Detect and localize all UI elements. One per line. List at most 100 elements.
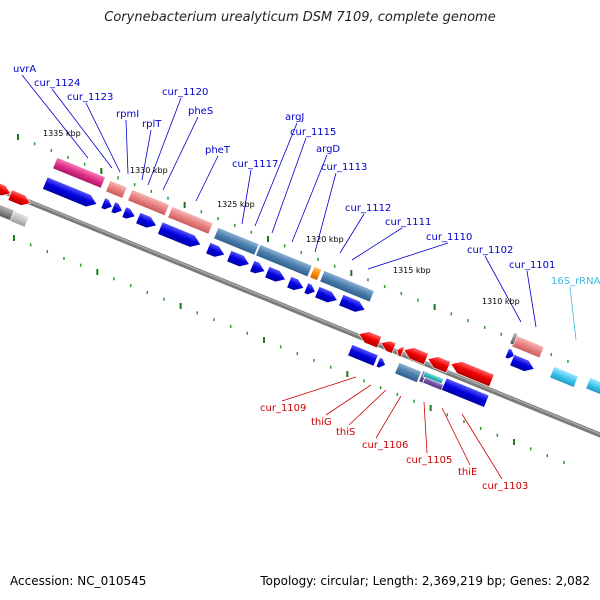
leader-line [348,389,387,426]
gene-body [427,356,452,374]
gene-box [509,332,519,346]
leader-line [51,88,113,169]
leader-line [351,227,403,261]
leader-line [569,286,577,341]
gene-label[interactable]: cur_1120 [162,87,208,98]
label-leader-lines [21,74,577,480]
leader-line [241,169,252,225]
gene-box [441,377,490,408]
gene-label[interactable]: argD [316,144,340,155]
scale-labels: 1335 kbp 1330 kbp 1325 kbp 1320 kbp 1315… [43,129,520,306]
gene-arrow [249,260,266,274]
gene-body [441,377,490,408]
gene-body [509,354,535,372]
gene-body [450,361,495,388]
gene-arrow [504,347,515,360]
gene-label[interactable]: pheT [205,145,231,156]
gene-arrow [226,250,250,268]
gene-label[interactable]: cur_1117 [232,159,278,170]
gene-label[interactable]: argJ [285,112,304,123]
gene-box [394,362,422,384]
genome-backbone-highlight [0,188,600,435]
gene-arrow [264,266,286,283]
gene-body [110,201,123,214]
gene-arrow [509,354,535,372]
gene-box [213,227,260,256]
gene-body [7,189,31,206]
leader-line [271,137,307,234]
scale-label: 1320 kbp [306,235,344,244]
gene-label[interactable]: cur_1101 [509,260,555,271]
gene-label[interactable]: cur_1123 [67,92,113,103]
gene-box [422,376,445,391]
gene-body [205,242,226,258]
gene-label[interactable]: cur_1105 [406,455,452,466]
gene-arrow [303,282,316,295]
gene-box [585,377,600,396]
gene-label[interactable]: cur_1111 [385,217,431,228]
gene-body [549,366,579,388]
leader-line [254,122,298,227]
gene-label[interactable]: thiG [311,417,332,428]
upper-tick-track [17,134,569,363]
gene-label[interactable]: cur_1112 [345,203,391,214]
gene-body [422,376,445,391]
gene-label[interactable]: cur_1115 [290,127,336,138]
gene-arrow [100,197,113,210]
map-title: Corynebacterium urealyticum DSM 7109, co… [104,10,496,25]
leader-line [291,154,328,243]
lower-gene-labels: cur_1109 thiG thiS cur_1106 cur_1105 thi… [260,403,528,492]
scale-label: 1335 kbp [43,129,81,138]
gene-body [135,212,157,229]
gene-body [127,189,170,217]
gene-box [347,344,379,367]
gene-body [504,347,515,360]
gene-arrow [121,206,136,220]
gene-box [511,335,545,359]
gene-label[interactable]: cur_1109 [260,403,306,414]
gene-body [100,197,113,210]
gene-box [9,210,30,228]
gene-label[interactable]: cur_1103 [482,481,528,492]
gene-label[interactable]: cur_1102 [467,245,513,256]
leader-line [281,376,357,402]
gene-label-rrna[interactable]: 16S_rRNA [551,276,600,287]
gene-body [394,362,422,384]
gene-arrow [427,356,452,374]
gene-arrow [314,286,338,304]
gene-box [549,366,579,388]
gene-body [286,276,305,291]
scale-label: 1330 kbp [130,166,168,175]
leader-line [125,119,129,175]
gene-body [380,340,397,354]
gene-label[interactable]: thiS [336,427,355,438]
leader-line [314,172,337,253]
upper-gene-labels: uvrA cur_1124 cur_1123 rpmI rplT cur_112… [13,64,600,287]
leader-line [484,255,522,323]
gene-box [309,266,323,281]
gene-label[interactable]: cur_1124 [34,78,80,89]
gene-arrow [396,346,405,358]
leader-line [162,116,199,191]
gene-body [0,180,11,197]
gene-body [303,282,316,295]
gene-arrow [42,176,98,208]
gene-arrow [358,331,383,349]
gene-body [9,210,30,228]
leader-line [141,129,152,181]
gene-body [167,206,214,235]
gene-label[interactable]: cur_1106 [362,440,408,451]
gene-arrow [380,340,397,354]
gene-label[interactable]: cur_1110 [426,232,472,243]
gene-arrow [110,201,123,214]
gene-label[interactable]: rpmI [116,109,139,120]
gene-label[interactable]: uvrA [13,64,36,75]
gene-label[interactable]: thiE [458,467,477,478]
gene-arrow [450,361,495,388]
gene-label[interactable]: pheS [188,106,213,117]
gene-label[interactable]: rplT [142,119,162,130]
gene-arrow [375,356,386,369]
scale-label: 1325 kbp [217,200,255,209]
gene-label[interactable]: cur_1113 [321,162,367,173]
